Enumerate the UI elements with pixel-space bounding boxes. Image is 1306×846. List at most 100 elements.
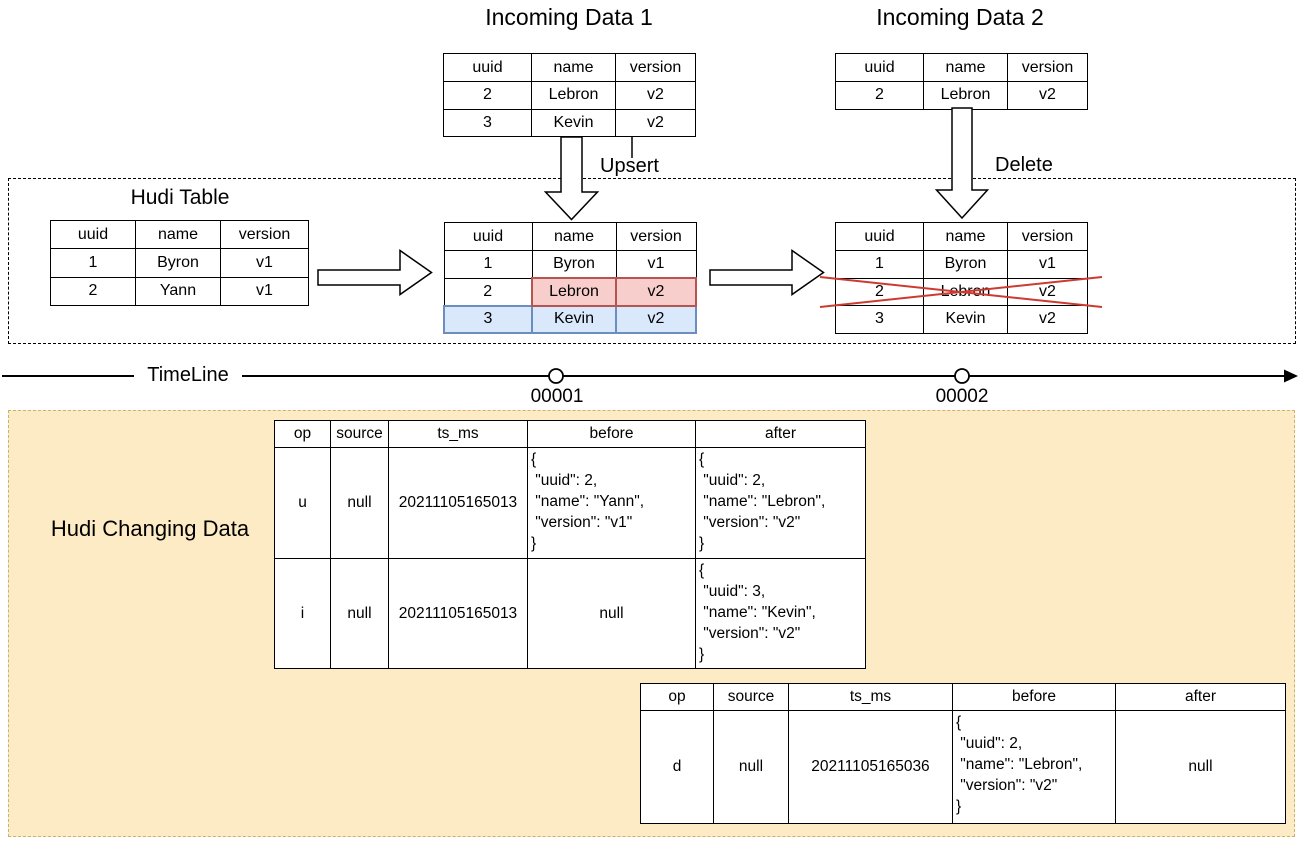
commit-1-label: 00001: [530, 386, 584, 407]
column-header-version: version: [220, 220, 309, 249]
column-header-uuid: uuid: [443, 53, 532, 82]
commit-marker-2-icon: [954, 368, 970, 384]
table-cell: null: [713, 710, 789, 824]
hudi-table-box: [8, 178, 1296, 344]
table-cell: Byron: [135, 248, 221, 278]
table-cell: Lebron: [531, 277, 617, 307]
delete-label: Delete: [995, 154, 1053, 176]
table-cell: Kevin: [531, 304, 617, 334]
table-cell: 2: [835, 81, 924, 110]
table-cell: Byron: [531, 250, 617, 279]
table-cell: { "uuid": 2, "name": "Lebron", "version"…: [695, 447, 866, 559]
column-header-op: op: [274, 420, 331, 448]
table-cell: i: [274, 558, 331, 669]
table-cell: 3: [443, 108, 532, 137]
column-header-name: name: [531, 53, 616, 82]
column-header-name: name: [135, 220, 221, 249]
table-cell: 2: [50, 276, 136, 306]
table-cell: 2: [443, 81, 532, 110]
column-header-uuid: uuid: [443, 222, 533, 251]
table-cell: null: [330, 447, 389, 559]
column-header-uuid: uuid: [50, 220, 136, 249]
incoming-data-1-title: Incoming Data 1: [485, 4, 653, 30]
table-cell: { "uuid": 2, "name": "Yann", "version": …: [527, 447, 696, 559]
column-header-ts_ms: ts_ms: [388, 420, 528, 448]
table-cell: Lebron: [531, 81, 616, 110]
column-header-before: before: [952, 683, 1116, 711]
column-header-version: version: [615, 53, 696, 82]
table-cell: null: [527, 558, 696, 669]
table-cell: u: [274, 447, 331, 559]
table-cell: 1: [50, 248, 136, 278]
table-cell: Lebron: [923, 277, 1008, 306]
table-cell: v1: [220, 276, 309, 306]
column-header-after: after: [1115, 683, 1286, 711]
column-header-version: version: [1007, 53, 1088, 82]
table-cell: 3: [443, 304, 533, 334]
table-cell: 2: [835, 277, 924, 306]
table-cell: 20211105165036: [788, 710, 953, 824]
incoming-data-2-title: Incoming Data 2: [876, 4, 1044, 30]
column-header-op: op: [640, 683, 714, 711]
table-cell: Yann: [135, 276, 221, 306]
table-cell: d: [640, 710, 714, 824]
table-cell: Lebron: [923, 81, 1008, 110]
column-header-before: before: [527, 420, 696, 448]
table-cell: Kevin: [531, 108, 616, 137]
table-cell: 20211105165013: [388, 447, 528, 559]
column-header-version: version: [1007, 222, 1088, 251]
table-cell: Byron: [923, 250, 1008, 279]
table-cell: v2: [615, 277, 697, 307]
hudi-changing-data-title: Hudi Changing Data: [50, 516, 250, 541]
table-cell: v1: [615, 250, 697, 279]
table-cell: v2: [1007, 305, 1088, 334]
column-header-uuid: uuid: [835, 53, 924, 82]
column-header-source: source: [713, 683, 789, 711]
table-cell: null: [330, 558, 389, 669]
column-header-name: name: [923, 53, 1008, 82]
column-header-after: after: [695, 420, 866, 448]
table-cell: v1: [220, 248, 309, 278]
table-cell: 1: [443, 250, 533, 279]
table-cell: null: [1115, 710, 1286, 824]
column-header-name: name: [923, 222, 1008, 251]
table-cell: v2: [615, 108, 696, 137]
timeline-label: TimeLine: [134, 362, 242, 388]
table-cell: Kevin: [923, 305, 1008, 334]
timeline-arrowhead-icon: [1284, 369, 1298, 383]
table-cell: v2: [615, 81, 696, 110]
table-cell: v1: [1007, 250, 1088, 279]
column-header-source: source: [330, 420, 389, 448]
table-cell: { "uuid": 3, "name": "Kevin", "version":…: [695, 558, 866, 669]
table-cell: 1: [835, 250, 924, 279]
table-cell: v2: [615, 304, 697, 334]
hudi-table-title: Hudi Table: [130, 186, 230, 209]
column-header-version: version: [615, 222, 697, 251]
table-cell: 3: [835, 305, 924, 334]
column-header-uuid: uuid: [835, 222, 924, 251]
table-cell: v2: [1007, 81, 1088, 110]
table-cell: v2: [1007, 277, 1088, 306]
